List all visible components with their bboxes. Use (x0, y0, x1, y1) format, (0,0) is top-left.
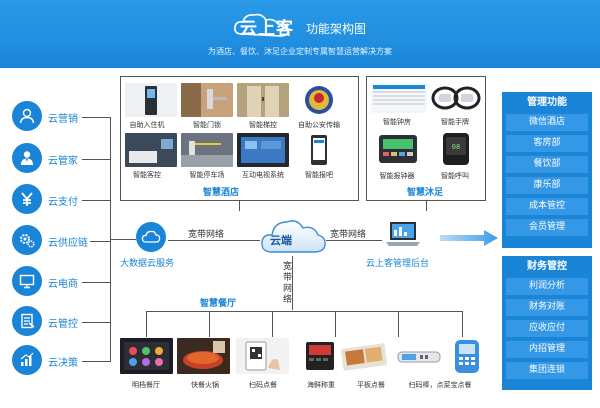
smart-hotel-label: 智慧酒店 (203, 188, 240, 198)
link-line-left (168, 240, 260, 241)
scan-order-image (236, 338, 289, 374)
link-line-down (292, 256, 293, 310)
page-subtitle: 为酒店、餐饮、沐足企业定制专属智慧运营解决方案 (208, 47, 392, 56)
hotel-item-label: 自助公安传输 (298, 121, 340, 129)
panel-item-cost-control[interactable]: 成本管控 (506, 198, 588, 215)
open-kitchen-restaurant-image (120, 338, 173, 374)
header-banner: 云上客 功能架构图 为酒店、餐饮、沐足企业定制专属智慧运营解决方案 (0, 0, 600, 68)
foot-item-label: 智能报钟器 (379, 172, 415, 180)
smart-foot-spa-box: 智能钟房 智能手牌 08 智能报钟器 智能呼叫 智慧沐足 (366, 76, 486, 201)
module-label: 云管控 (48, 319, 78, 330)
gears-icon (12, 225, 42, 255)
catering-item-label: 平板点餐 (357, 381, 385, 389)
chart-icon (12, 345, 42, 375)
module-label: 云管家 (48, 156, 78, 167)
module-cloud-payment[interactable]: 云支付 (10, 184, 90, 216)
module-label: 云营销 (48, 114, 78, 125)
smart-clock-room-image (371, 83, 427, 113)
module-label: 云决策 (48, 358, 78, 369)
panel-item-member-management[interactable]: 会员管理 (506, 219, 588, 236)
smart-elevator-image (237, 83, 289, 117)
panel-item-housekeeping[interactable]: 客房部 (506, 135, 588, 152)
catering-item-label: 扫码点餐 (249, 381, 277, 389)
smart-wristband-image (429, 83, 483, 113)
smart-restaurant-label: 智慧餐厅 (200, 299, 237, 309)
cloud-label: 云端 (270, 234, 292, 247)
yen-icon (12, 184, 42, 214)
module-cloud-control[interactable]: 云管控 (10, 306, 90, 338)
hotel-item-label: 互动电视系统 (242, 171, 284, 179)
arrow-right-icon (440, 230, 498, 246)
smart-call-device-image: 08 (435, 131, 477, 167)
network-label-left: 宽带网络 (188, 230, 225, 240)
module-cloud-ecommerce[interactable]: 云电商 (10, 266, 90, 298)
catering-item-label: 明档餐厅 (132, 381, 160, 389)
smart-hotel-box: 自助入住机 智能门锁 智能梯控 自助公安传输 智能客控 智能停车场 互动电视系统… (120, 76, 359, 201)
fast-food-hotpot-image (177, 338, 230, 374)
module-label: 云电商 (48, 279, 78, 290)
module-cloud-supply-chain[interactable]: 云供应链 (10, 225, 90, 257)
checklist-icon (12, 306, 42, 336)
cloud-logo-icon (234, 13, 289, 37)
catering-bus-line (146, 311, 462, 312)
interactive-tv-image (237, 133, 289, 167)
panel-item-reconciliation[interactable]: 财务对账 (506, 299, 588, 316)
panel-item-internal-recruitment[interactable]: 内招管理 (506, 341, 588, 358)
svg-text:08: 08 (452, 143, 460, 151)
network-label-down: 宽带网络 (283, 262, 293, 305)
cloud-service-icon[interactable] (136, 222, 166, 252)
hotel-item-label: 智能门锁 (193, 121, 221, 129)
foot-item-label: 智能呼叫 (441, 172, 469, 180)
laptop-icon[interactable] (384, 220, 422, 250)
catering-item-label: 扫码棒，点菜宝点餐 (408, 381, 472, 389)
hotel-item-label: 智能梯控 (249, 121, 277, 129)
smart-minibar-image (293, 133, 345, 167)
admin-backend-label: 云上客管理后台 (366, 259, 430, 269)
panel-item-receivables-payables[interactable]: 应收应付 (506, 320, 588, 337)
logo-text: 云上客 (240, 19, 294, 39)
scanner-wand-image (396, 338, 444, 374)
monitor-icon (12, 266, 42, 296)
panel-title: 管理功能 (527, 97, 567, 108)
staff-icon (12, 143, 42, 173)
hotel-item-label: 智能客控 (133, 171, 161, 179)
panel-item-profit-analysis[interactable]: 利润分析 (506, 278, 588, 295)
finance-panel: 财务管控 利润分析 财务对账 应收应付 内招管理 集团连锁 (502, 256, 592, 390)
foot-item-label: 智能手牌 (441, 118, 469, 126)
smart-parking-image (181, 133, 233, 167)
hotel-item-label: 自助入住机 (129, 121, 165, 129)
cloud-icon (261, 220, 326, 253)
foot-connector (426, 201, 427, 211)
page-title: 功能架构图 (306, 22, 367, 36)
module-cloud-butler[interactable]: 云管家 (10, 143, 90, 175)
panel-title: 财务管控 (527, 261, 567, 272)
panel-item-recreation[interactable]: 康乐部 (506, 177, 588, 194)
hotel-connector (239, 201, 240, 211)
link-line-right (326, 240, 382, 241)
self-checkin-kiosk-image (125, 83, 177, 117)
catering-item-label: 海鲜称重 (307, 381, 335, 389)
panel-item-catering[interactable]: 餐饮部 (506, 156, 588, 173)
user-icon (12, 101, 42, 131)
smart-room-control-image (125, 133, 177, 167)
smart-door-lock-image (181, 83, 233, 117)
smart-foot-spa-label: 智慧沐足 (407, 188, 444, 198)
catering-item-label: 快餐火锅 (191, 381, 219, 389)
hotel-item-label: 智能报吧 (305, 171, 333, 179)
panel-item-group-chain[interactable]: 集团连锁 (506, 362, 588, 379)
management-panel: 管理功能 微信酒店 客房部 餐饮部 康乐部 成本管控 会员管理 (502, 92, 592, 248)
module-label: 云供应链 (48, 238, 88, 249)
module-cloud-marketing[interactable]: 云营销 (10, 101, 90, 133)
big-data-service-label: 大数据云服务 (120, 259, 175, 269)
smart-clock-reporter-image (373, 131, 423, 167)
ordering-device-image (447, 338, 487, 374)
tablet-order-image (338, 338, 391, 374)
hotel-item-label: 智能停车场 (189, 171, 225, 179)
panel-item-wechat-hotel[interactable]: 微信酒店 (506, 114, 588, 131)
foot-item-label: 智能钟房 (383, 118, 411, 126)
network-label-right: 宽带网络 (330, 230, 367, 240)
module-cloud-decision[interactable]: 云决策 (10, 345, 90, 377)
module-label: 云支付 (48, 197, 78, 208)
police-emblem-image (293, 83, 345, 117)
